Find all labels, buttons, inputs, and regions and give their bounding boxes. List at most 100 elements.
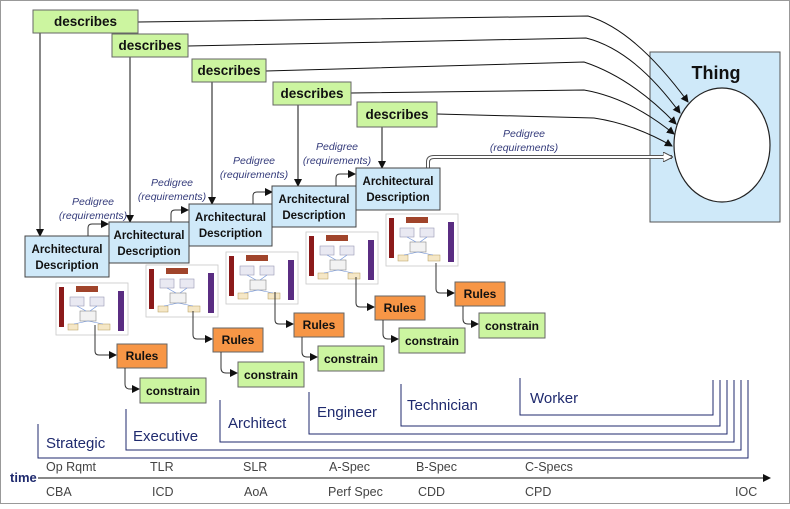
architecture-thumbnail — [225, 251, 299, 305]
architecture-thumbnail — [385, 213, 459, 267]
role-architect: Architect — [228, 415, 287, 432]
timeline-bottom-perfspec: Perf Spec — [328, 485, 383, 499]
constrain-box: constrain — [398, 327, 466, 354]
constrain-box: constrain — [139, 377, 207, 404]
constrain-label: constrain — [244, 368, 298, 382]
describes-box-3: describes — [191, 58, 267, 83]
rules-label: Rules — [303, 318, 336, 332]
timeline-bottom-aoa: AoA — [244, 485, 268, 499]
describes-down-arrows — [36, 33, 386, 237]
rules-label: Rules — [384, 301, 417, 315]
arch-desc-line1: Architectural — [195, 212, 266, 224]
svg-text:Pedigree: Pedigree — [72, 196, 114, 208]
svg-text:(requirements): (requirements) — [138, 191, 206, 203]
arch-desc-line2: Description — [117, 246, 180, 258]
describes-arrow-2 — [187, 37, 681, 114]
svg-text:(requirements): (requirements) — [303, 155, 371, 167]
arch-desc-line2: Description — [282, 210, 345, 222]
describes-box-5: describes — [356, 101, 438, 128]
bracket-engineer — [308, 380, 728, 435]
rules-label: Rules — [126, 349, 159, 363]
pedigree-arrow-5 — [426, 157, 672, 168]
timeline-top-cspecs: C-Specs — [525, 460, 573, 474]
arch-desc-line2: Description — [199, 228, 262, 240]
pedigree-label-3: Pedigree (requirements) — [220, 155, 288, 181]
role-technician: Technician — [407, 397, 478, 414]
constrain-label: constrain — [146, 384, 200, 398]
bracket-worker — [519, 378, 714, 416]
timeline-bottom-cdd: CDD — [418, 485, 445, 499]
pedigree-arrows — [87, 157, 672, 236]
bracket-executive — [125, 380, 742, 451]
role-worker: Worker — [530, 390, 578, 407]
rules-constrain-group: Rules constrain — [192, 311, 305, 388]
rules-connector — [192, 311, 213, 343]
constrain-box: constrain — [237, 361, 305, 388]
describes-label-1: describes — [54, 14, 117, 29]
architecture-thumbnail — [145, 264, 219, 318]
timeline-top-oprqmt: Op Rqmt — [46, 460, 97, 474]
rules-connector — [435, 263, 455, 297]
rules-connector — [274, 292, 294, 328]
pedigree-arrow-4 — [335, 170, 356, 186]
svg-text:Pedigree: Pedigree — [151, 177, 193, 189]
describes-label-3: describes — [197, 63, 260, 78]
describes-arrow-5 — [436, 113, 673, 147]
constrain-connector — [124, 368, 140, 393]
arch-desc-line2: Description — [366, 192, 429, 204]
bracket-technician — [400, 380, 721, 427]
describes-box-4: describes — [272, 81, 352, 106]
bracket-architect — [219, 380, 735, 443]
rules-constrain-group: Rules constrain — [274, 292, 385, 372]
describes-arrow-3 — [265, 61, 677, 125]
role-brackets — [37, 378, 749, 459]
constrain-connector — [301, 337, 318, 361]
constrain-label: constrain — [485, 319, 539, 333]
constrain-label: constrain — [405, 334, 459, 348]
svg-text:Pedigree: Pedigree — [503, 128, 545, 140]
pedigree-arrow-2 — [170, 206, 189, 222]
rules-box: Rules — [212, 327, 264, 353]
constrain-label: constrain — [324, 352, 378, 366]
constrain-box: constrain — [478, 312, 546, 339]
arch-desc-line1: Architectural — [114, 230, 185, 242]
describes-box-1: describes — [32, 9, 139, 34]
timeline-bottom-ioc: IOC — [735, 485, 757, 499]
pedigree-arrow-1 — [87, 220, 109, 236]
describes-label-4: describes — [280, 86, 343, 101]
rules-connector — [355, 277, 375, 311]
pedigree-arrow-3 — [252, 188, 273, 204]
svg-text:Pedigree: Pedigree — [233, 155, 275, 167]
timeline-top-slr: SLR — [243, 460, 267, 474]
timeline-bottom-cba: CBA — [46, 485, 72, 499]
timeline-top-bspec: B-Spec — [416, 460, 457, 474]
describes-arrow-4 — [350, 89, 675, 135]
role-executive: Executive — [133, 428, 198, 445]
bracket-strategic — [37, 380, 749, 459]
describes-arrows — [137, 15, 689, 147]
constrain-connector — [462, 306, 479, 328]
rules-box: Rules — [454, 281, 506, 307]
constrain-connector — [220, 352, 238, 377]
rules-constrain-group: Rules constrain — [355, 277, 466, 354]
describes-box-2: describes — [111, 33, 189, 58]
rules-constrain-group: Rules constrain — [435, 263, 546, 339]
pedigree-label-2: Pedigree (requirements) — [138, 177, 206, 203]
thing-circle — [673, 87, 771, 203]
rules-connector — [94, 325, 117, 359]
rules-constrain-group: Rules constrain — [94, 325, 207, 404]
svg-text:(requirements): (requirements) — [220, 169, 288, 181]
timeline-top-tlr: TLR — [150, 460, 174, 474]
thing-label: Thing — [692, 63, 741, 83]
svg-text:Pedigree: Pedigree — [316, 141, 358, 153]
arch-desc-line1: Architectural — [32, 244, 103, 256]
pedigree-label-4: Pedigree (requirements) — [303, 141, 371, 167]
svg-text:(requirements): (requirements) — [59, 210, 127, 222]
